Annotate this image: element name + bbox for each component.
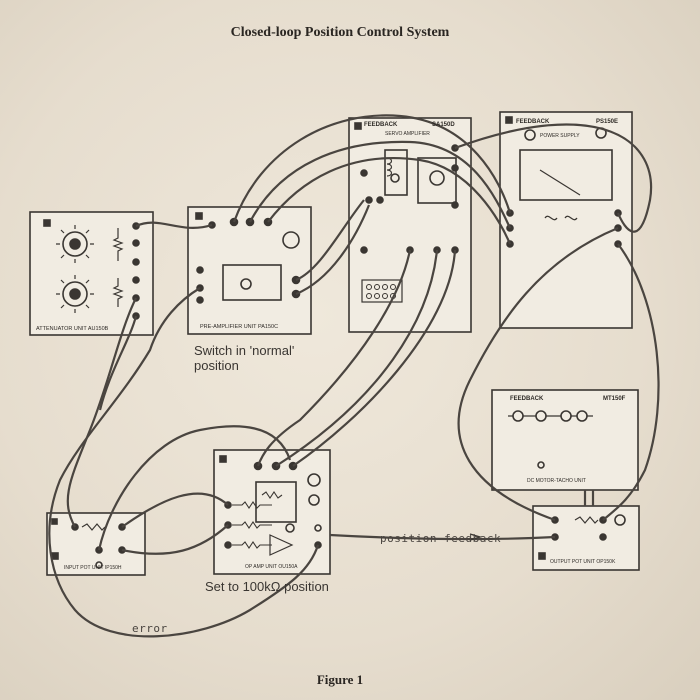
- preamp-unit: [187, 206, 312, 335]
- input-pot-label: INPUT POT UNIT IP150H: [64, 565, 122, 571]
- switch-note-line1: Switch in 'normal': [194, 343, 295, 358]
- power-supply-model: PS150E: [596, 119, 618, 125]
- output-pot-label: OUTPUT POT UNIT OP150K: [550, 559, 616, 565]
- power-supply-brand: FEEDBACK: [516, 119, 550, 125]
- error-label: error: [132, 622, 168, 635]
- page-title: Closed-loop Position Control System: [230, 25, 450, 40]
- figure-caption: Figure 1: [316, 672, 364, 687]
- preamp-label: PRE-AMPLIFIER UNIT PA150C: [200, 324, 278, 330]
- attenuator-label: ATTENUATOR UNIT AU150B: [36, 326, 109, 332]
- op-amp-unit: [213, 449, 331, 575]
- power-supply-subtitle: POWER SUPPLY: [540, 133, 580, 139]
- power-supply-unit: [499, 111, 633, 329]
- motor-brand: FEEDBACK: [510, 396, 544, 402]
- output-pot-unit: [532, 505, 640, 571]
- op-amp-label: OP AMP UNIT OU150A: [245, 564, 298, 570]
- servo-amp-brand: FEEDBACK: [364, 122, 398, 128]
- servo-amp-subtitle: SERVO AMPLIFIER: [385, 131, 430, 137]
- servo-amp-model: SA150D: [432, 122, 455, 128]
- motor-subtitle: DC MOTOR-TACHO UNIT: [527, 478, 586, 484]
- position-feedback-label: position feedback: [380, 532, 502, 545]
- switch-note: Switch in 'normal' position: [194, 343, 294, 373]
- servo-amplifier-unit: [348, 117, 472, 333]
- attenuator-unit: [29, 211, 154, 336]
- motor-model: MT150F: [603, 396, 626, 402]
- motor-tacho-unit: [491, 389, 639, 491]
- switch-note-line2: position: [194, 358, 239, 373]
- patch-wires: [48, 114, 660, 638]
- resistor-note: Set to 100kΩ position: [205, 579, 329, 594]
